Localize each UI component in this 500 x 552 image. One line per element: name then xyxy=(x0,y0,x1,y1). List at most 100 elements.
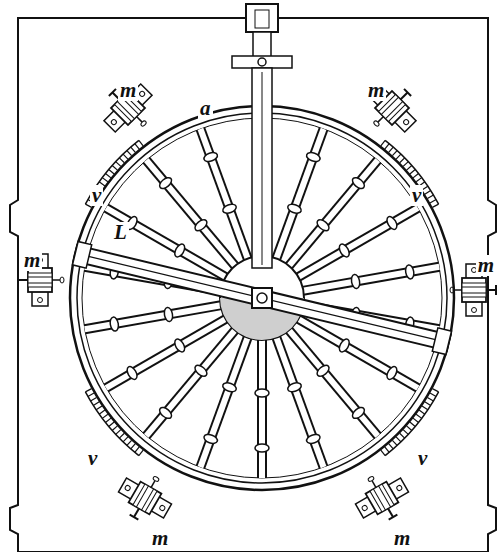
spoke-collar xyxy=(385,365,399,381)
plate-tick xyxy=(385,144,389,149)
brake-mechanism xyxy=(111,464,179,530)
spoke-collar xyxy=(337,337,351,353)
plate-tick xyxy=(392,151,397,156)
spoke-face xyxy=(85,305,223,329)
spoke-collar xyxy=(350,274,360,289)
plate-label: v xyxy=(86,448,99,469)
plate-tick xyxy=(410,169,415,173)
plate-tick xyxy=(425,402,431,406)
spoke-collar xyxy=(193,218,209,233)
spoke-collar xyxy=(125,365,139,381)
plate-tick xyxy=(389,147,394,152)
plate-tick xyxy=(430,200,436,203)
plate-tick xyxy=(381,450,385,456)
spoke-collar xyxy=(350,176,366,191)
spoke-collar xyxy=(163,307,173,322)
plate-tick xyxy=(105,418,110,422)
plate-tick xyxy=(419,410,425,414)
plate-tick xyxy=(392,440,397,445)
spoke-collar xyxy=(203,151,219,163)
plate-tick xyxy=(403,430,408,435)
spoke-collar xyxy=(222,203,238,215)
plate-tick xyxy=(105,173,110,177)
plate-tick xyxy=(407,165,412,170)
plate-tick xyxy=(407,426,412,431)
spoke-collar xyxy=(350,405,366,420)
spoke-collar xyxy=(337,242,351,258)
mechanism-label: m xyxy=(476,255,496,276)
rim-plate xyxy=(381,140,439,207)
spoke-collar xyxy=(158,405,174,420)
plate-tick xyxy=(93,402,99,406)
spoke-collar xyxy=(158,176,174,191)
spoke-collar xyxy=(305,433,321,445)
plate-tick xyxy=(127,151,132,156)
plate-tick xyxy=(432,204,438,207)
plate-tick xyxy=(413,173,418,177)
lever-label: L xyxy=(112,222,129,243)
rim-plate xyxy=(85,389,143,456)
plate-tick xyxy=(109,422,114,426)
plate-tick xyxy=(400,433,405,438)
plate-tick xyxy=(102,178,108,182)
plate-tick xyxy=(99,410,105,414)
mechanism-label: m xyxy=(22,250,42,271)
plate-tick xyxy=(410,422,415,426)
plate-tick xyxy=(131,147,136,152)
plate-tick xyxy=(396,154,401,159)
spoke xyxy=(146,329,236,436)
plate-edge xyxy=(385,392,438,456)
mechanism-label: m xyxy=(392,528,412,549)
spoke-face xyxy=(259,338,265,478)
plate-tick xyxy=(389,444,394,449)
spoke-collar xyxy=(385,215,399,231)
plate-tick xyxy=(119,158,124,163)
spoke-face xyxy=(288,160,378,267)
plate-tick xyxy=(91,397,97,401)
rim-label: a xyxy=(198,98,213,119)
brake-mechanism xyxy=(357,74,426,143)
plate-tick xyxy=(432,389,438,392)
plate-edge xyxy=(85,392,138,456)
plate-tick xyxy=(400,158,405,163)
brake-mechanism xyxy=(94,74,163,143)
plate-tick xyxy=(396,437,401,442)
plate-label: v xyxy=(416,448,429,469)
rim-plate xyxy=(85,140,143,207)
spoke xyxy=(257,338,267,478)
plate-tick xyxy=(416,414,422,418)
spoke xyxy=(301,267,439,291)
plate-tick xyxy=(123,154,128,159)
rim-plate xyxy=(381,389,439,456)
plate-tick xyxy=(416,178,422,182)
spoke-collar xyxy=(255,389,269,397)
spoke-collar xyxy=(222,381,238,393)
spoke-collar xyxy=(287,203,303,215)
plate-tick xyxy=(403,162,408,167)
brake-mechanism xyxy=(347,464,415,530)
spoke-collar xyxy=(109,316,119,331)
plate-tick xyxy=(413,418,418,422)
plate-tick xyxy=(119,433,124,438)
spoke-collar xyxy=(193,363,209,378)
spoke-face xyxy=(106,318,227,388)
plate-tick xyxy=(381,140,385,146)
spoke xyxy=(200,129,248,261)
spoke-collar xyxy=(173,337,187,353)
spoke-collar xyxy=(255,444,269,452)
spoke-face xyxy=(276,336,324,468)
plate-tick xyxy=(112,426,117,431)
plate-tick xyxy=(96,406,102,410)
spoke-collar xyxy=(203,433,219,445)
spoke-collar xyxy=(173,242,187,258)
spoke-collar xyxy=(305,151,321,163)
spoke-face xyxy=(301,267,439,291)
plate-tick xyxy=(116,430,121,435)
plate-tick xyxy=(131,444,136,449)
plate-tick xyxy=(112,165,117,170)
spoke-collar xyxy=(315,363,331,378)
plate-tick xyxy=(135,447,139,452)
spoke-collar xyxy=(315,218,331,233)
